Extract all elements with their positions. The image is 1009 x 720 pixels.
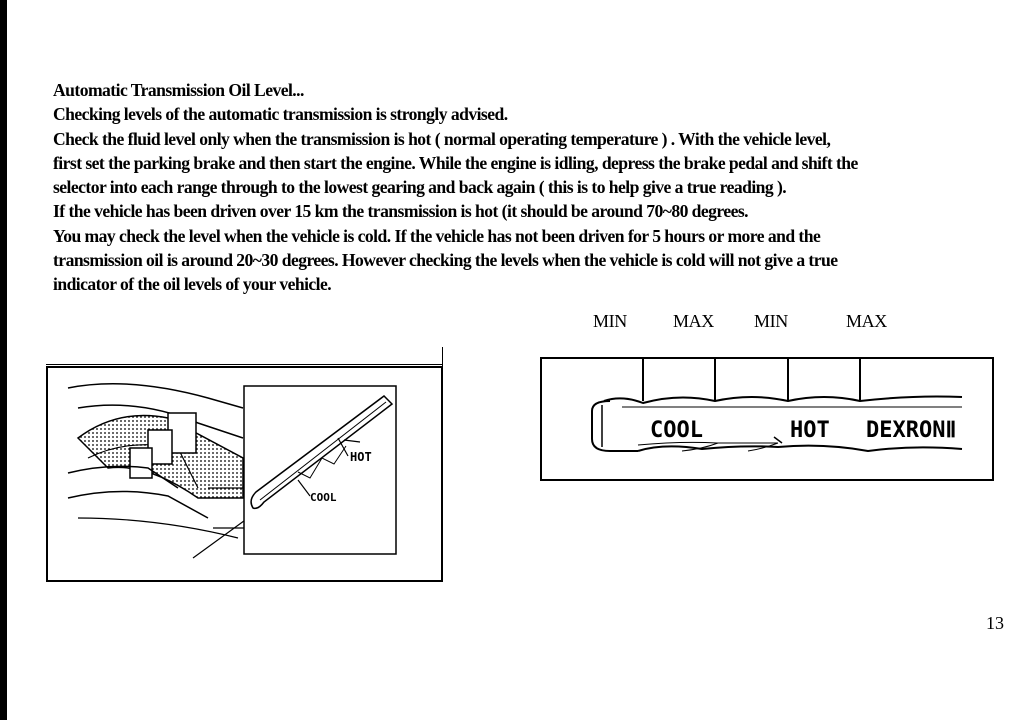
body-line: transmission oil is around 20~30 degrees… xyxy=(53,250,838,271)
body-line: Check the fluid level only when the tran… xyxy=(53,128,831,149)
section-title: Automatic Transmission Oil Level... xyxy=(53,80,304,100)
illustration-hot-label: HOT xyxy=(350,450,372,464)
gauge-dexron-label: DEXRONⅡ xyxy=(866,418,956,443)
body-line: Checking levels of the automatic transmi… xyxy=(53,104,508,125)
body-line: selector into each range through to the … xyxy=(53,177,787,198)
gauge-max-label-2: MAX xyxy=(846,311,887,331)
illustration-rule-tick xyxy=(442,347,443,367)
gauge-hot-label: HOT xyxy=(790,418,830,443)
dipstick-location-illustration: HOT COOL xyxy=(46,366,443,582)
gauge-cool-label: COOL xyxy=(650,418,703,443)
dipstick-gauge-drawing: COOL HOT DEXRONⅡ xyxy=(591,359,963,453)
body-line: first set the parking brake and then sta… xyxy=(53,152,858,173)
body-line: If the vehicle has been driven over 15 k… xyxy=(53,201,749,222)
gauge-max-label-1: MAX xyxy=(673,311,714,331)
gauge-min-label-2: MIN xyxy=(754,311,788,331)
illustration-cool-label: COOL xyxy=(310,491,337,504)
section-body: Automatic Transmission Oil Level... Chec… xyxy=(53,78,1003,297)
illustration-rule xyxy=(46,364,443,365)
body-line: indicator of the oil levels of your vehi… xyxy=(53,274,332,295)
page-number: 13 xyxy=(986,613,1004,633)
gauge-min-label-1: MIN xyxy=(593,311,627,331)
body-line: You may check the level when the vehicle… xyxy=(53,225,821,246)
scan-edge-bar xyxy=(0,0,7,720)
engine-bay-drawing: HOT COOL xyxy=(67,383,397,559)
dipstick-gauge-figure: COOL HOT DEXRONⅡ xyxy=(540,357,994,481)
